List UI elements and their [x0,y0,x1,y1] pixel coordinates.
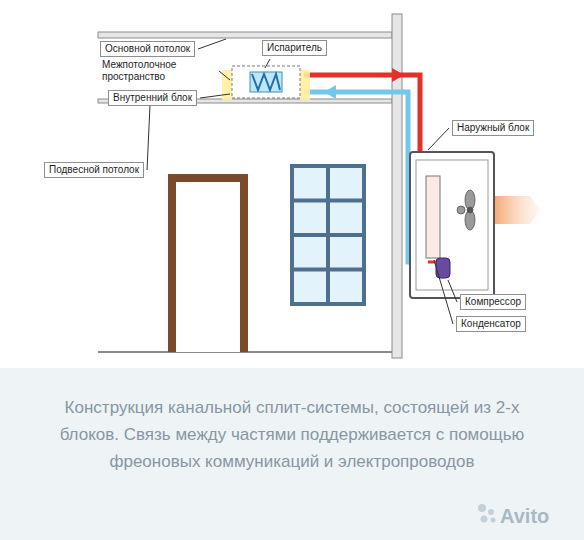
leader-line [200,94,230,98]
leader-line [198,39,226,49]
leader-line [219,71,230,80]
leader-line [428,128,449,150]
indoor-unit [222,66,310,100]
leader-line [448,280,457,302]
watermark-logo [478,504,496,523]
leader-line [434,260,453,324]
watermark: Avito [500,505,549,528]
flow-arrow [324,85,336,99]
main-ceiling [98,32,392,38]
caption-panel [0,368,584,540]
outer-wall [392,14,402,358]
part-label: Подвесной потолок [44,162,144,178]
caption: Конструкция канальной сплит-системы, сос… [54,394,530,475]
leader-line [147,105,150,170]
leader-line [265,59,270,68]
flow-arrow [392,68,404,82]
outdoor-unit [410,152,540,298]
part-label: Межпотолочное пространство [100,59,216,83]
part-label: Внутренний блок [108,90,197,106]
part-label: Компрессор [460,294,526,310]
part-label: Наружный блок [452,120,534,136]
window [290,164,366,306]
part-label: Испаритель [262,40,327,56]
part-label: Конденсатор [456,316,526,332]
door [168,174,248,352]
part-label: Основной потолок [100,41,195,57]
